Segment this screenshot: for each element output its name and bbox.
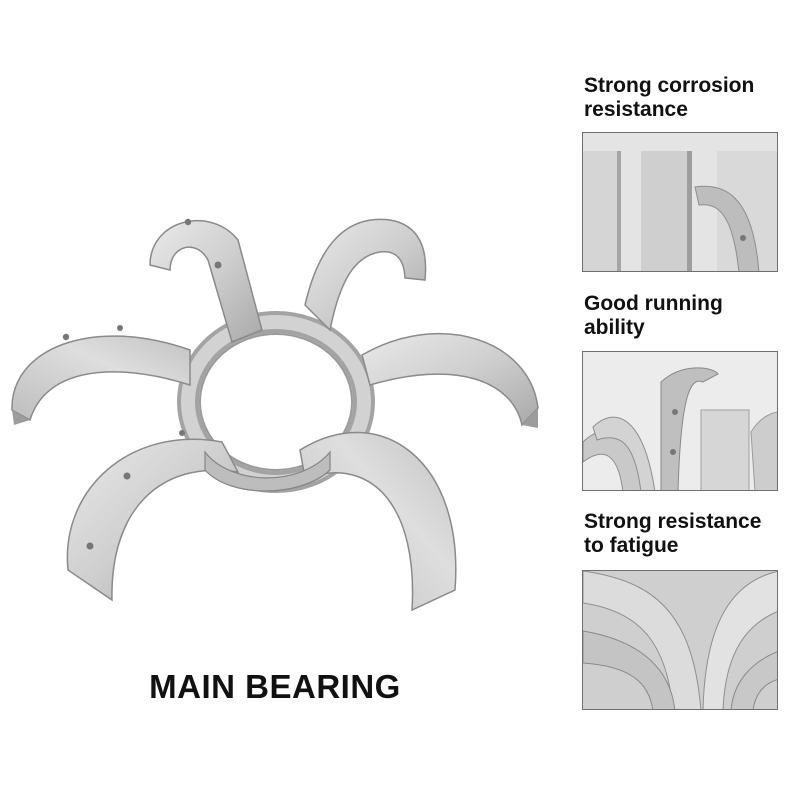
bearing-shell-right [361, 332, 539, 428]
feature-label-running: Good running ability [584, 292, 794, 340]
bearing-shell-bottom-left [66, 430, 240, 602]
bearing-shell-top-right [304, 218, 427, 332]
feature-label-line: Strong resistance [584, 510, 762, 533]
feature-label-line: resistance [584, 98, 688, 121]
corrosion-detail-photo [582, 132, 778, 272]
feature-label-line: Good running [584, 292, 723, 315]
feature-label-line: ability [584, 316, 645, 339]
bearing-shell-top-left [149, 218, 263, 344]
bearing-shell-bottom-right [299, 431, 457, 612]
feature-label-fatigue: Strong resistance to fatigue [584, 510, 794, 558]
feature-label-line: to fatigue [584, 534, 679, 557]
bearing-shell-center-bottom [204, 450, 331, 492]
feature-label-line: Strong corrosion [584, 74, 755, 97]
main-title: MAIN BEARING [149, 668, 401, 705]
running-ability-detail-photo [582, 351, 778, 491]
feature-label-corrosion: Strong corrosion resistance [584, 74, 794, 122]
main-bearing-image [0, 180, 560, 640]
fatigue-resistance-detail-photo [582, 570, 778, 710]
bearing-shell-left [11, 325, 191, 425]
